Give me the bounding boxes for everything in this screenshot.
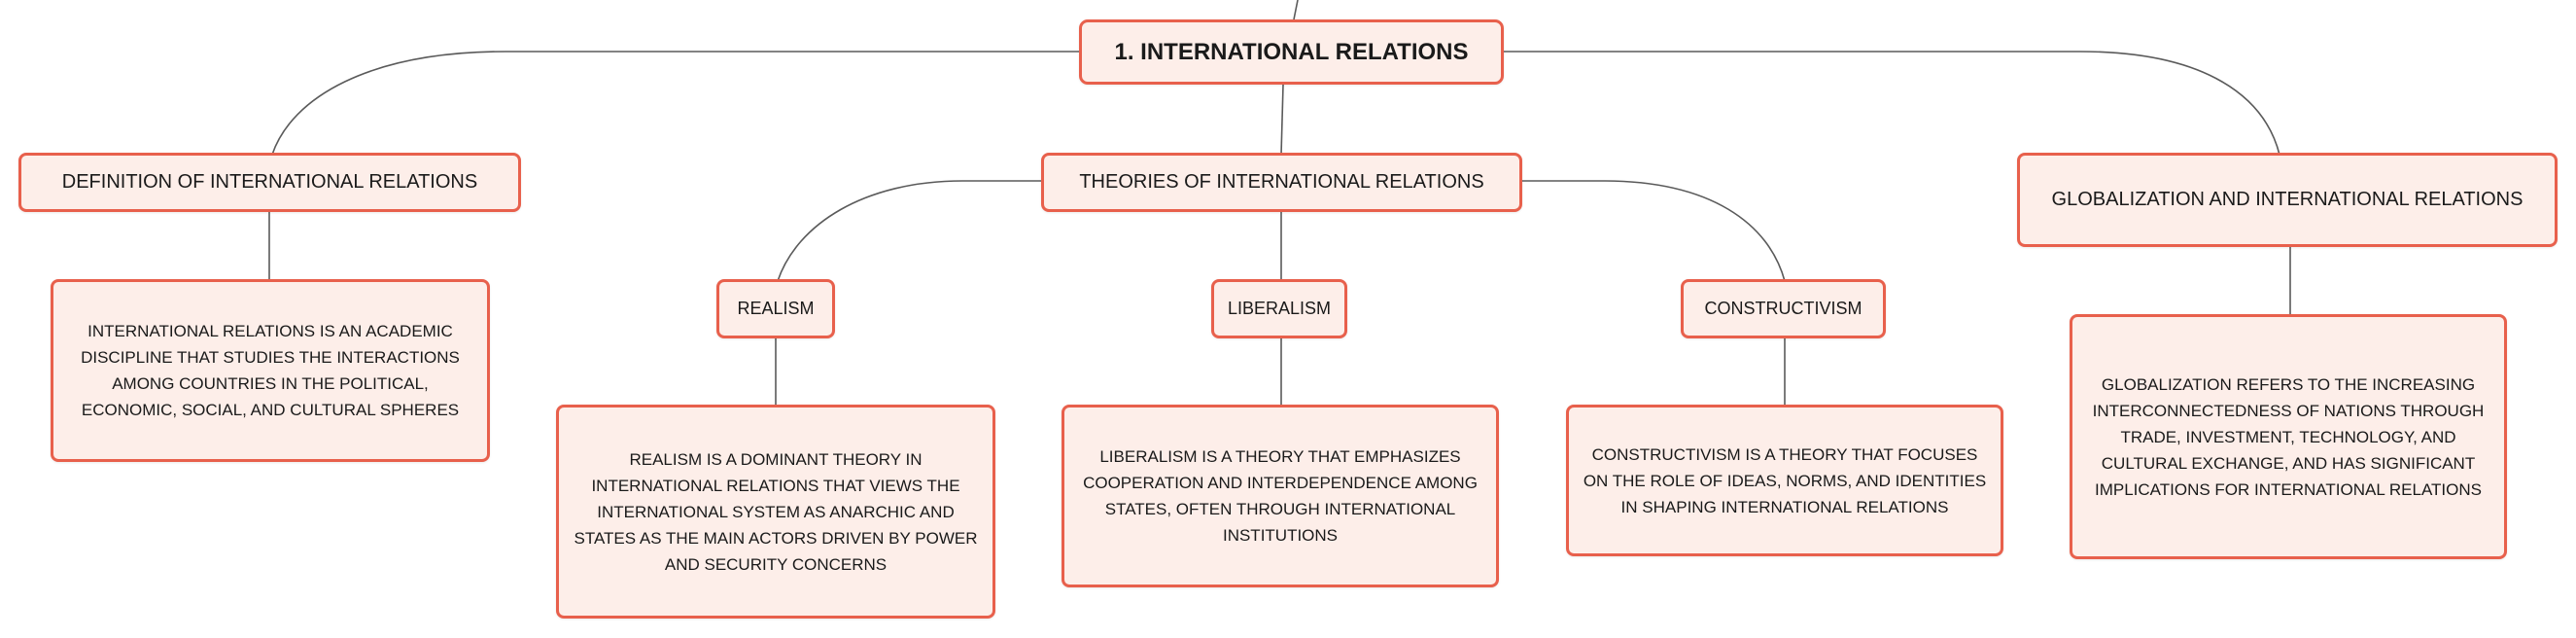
topic-node-definition[interactable]: DEFINITION OF INTERNATIONAL RELATIONS	[18, 153, 521, 212]
subtopic-node-liberalism[interactable]: LIBERALISM	[1211, 279, 1347, 338]
description-text: GLOBALIZATION REFERS TO THE INCREASING I…	[2092, 374, 2485, 499]
description-node-realism[interactable]: REALISM IS A DOMINANT THEORY IN INTERNAT…	[556, 405, 995, 619]
connector-theories-realism	[777, 180, 1041, 282]
subtopic-label: CONSTRUCTIVISM	[1704, 299, 1862, 318]
description-text: CONSTRUCTIVISM IS A THEORY THAT FOCUSES …	[1583, 444, 1987, 516]
connector-theories-constructivism	[1522, 180, 1786, 282]
subtopic-label: LIBERALISM	[1227, 299, 1332, 318]
topic-node-globalization[interactable]: GLOBALIZATION AND INTERNATIONAL RELATION…	[2017, 153, 2558, 247]
description-node-globalization[interactable]: GLOBALIZATION REFERS TO THE INCREASING I…	[2070, 314, 2507, 559]
subtopic-node-constructivism[interactable]: CONSTRUCTIVISM	[1681, 279, 1886, 338]
description-text: INTERNATIONAL RELATIONS IS AN ACADEMIC D…	[81, 322, 460, 419]
connector-root-incoming	[1293, 0, 1299, 20]
description-node-liberalism[interactable]: LIBERALISM IS A THEORY THAT EMPHASIZES C…	[1062, 405, 1499, 587]
description-text: REALISM IS A DOMINANT THEORY IN INTERNAT…	[574, 449, 978, 574]
root-label: 1. INTERNATIONAL RELATIONS	[1114, 38, 1469, 65]
topic-label: THEORIES OF INTERNATIONAL RELATIONS	[1079, 171, 1484, 193]
connector-root-globalization	[1504, 51, 2280, 156]
description-node-constructivism[interactable]: CONSTRUCTIVISM IS A THEORY THAT FOCUSES …	[1566, 405, 2003, 556]
topic-label: GLOBALIZATION AND INTERNATIONAL RELATION…	[2051, 189, 2524, 210]
subtopic-label: REALISM	[737, 299, 815, 318]
topic-node-theories[interactable]: THEORIES OF INTERNATIONAL RELATIONS	[1041, 153, 1522, 212]
description-node-definition[interactable]: INTERNATIONAL RELATIONS IS AN ACADEMIC D…	[51, 279, 490, 462]
connector-root-theories	[1280, 84, 1284, 156]
topic-label: DEFINITION OF INTERNATIONAL RELATIONS	[61, 171, 478, 193]
connector-root-definition	[271, 51, 1079, 156]
root-node[interactable]: 1. INTERNATIONAL RELATIONS	[1079, 19, 1504, 85]
subtopic-node-realism[interactable]: REALISM	[716, 279, 835, 338]
description-text: LIBERALISM IS A THEORY THAT EMPHASIZES C…	[1083, 447, 1478, 545]
